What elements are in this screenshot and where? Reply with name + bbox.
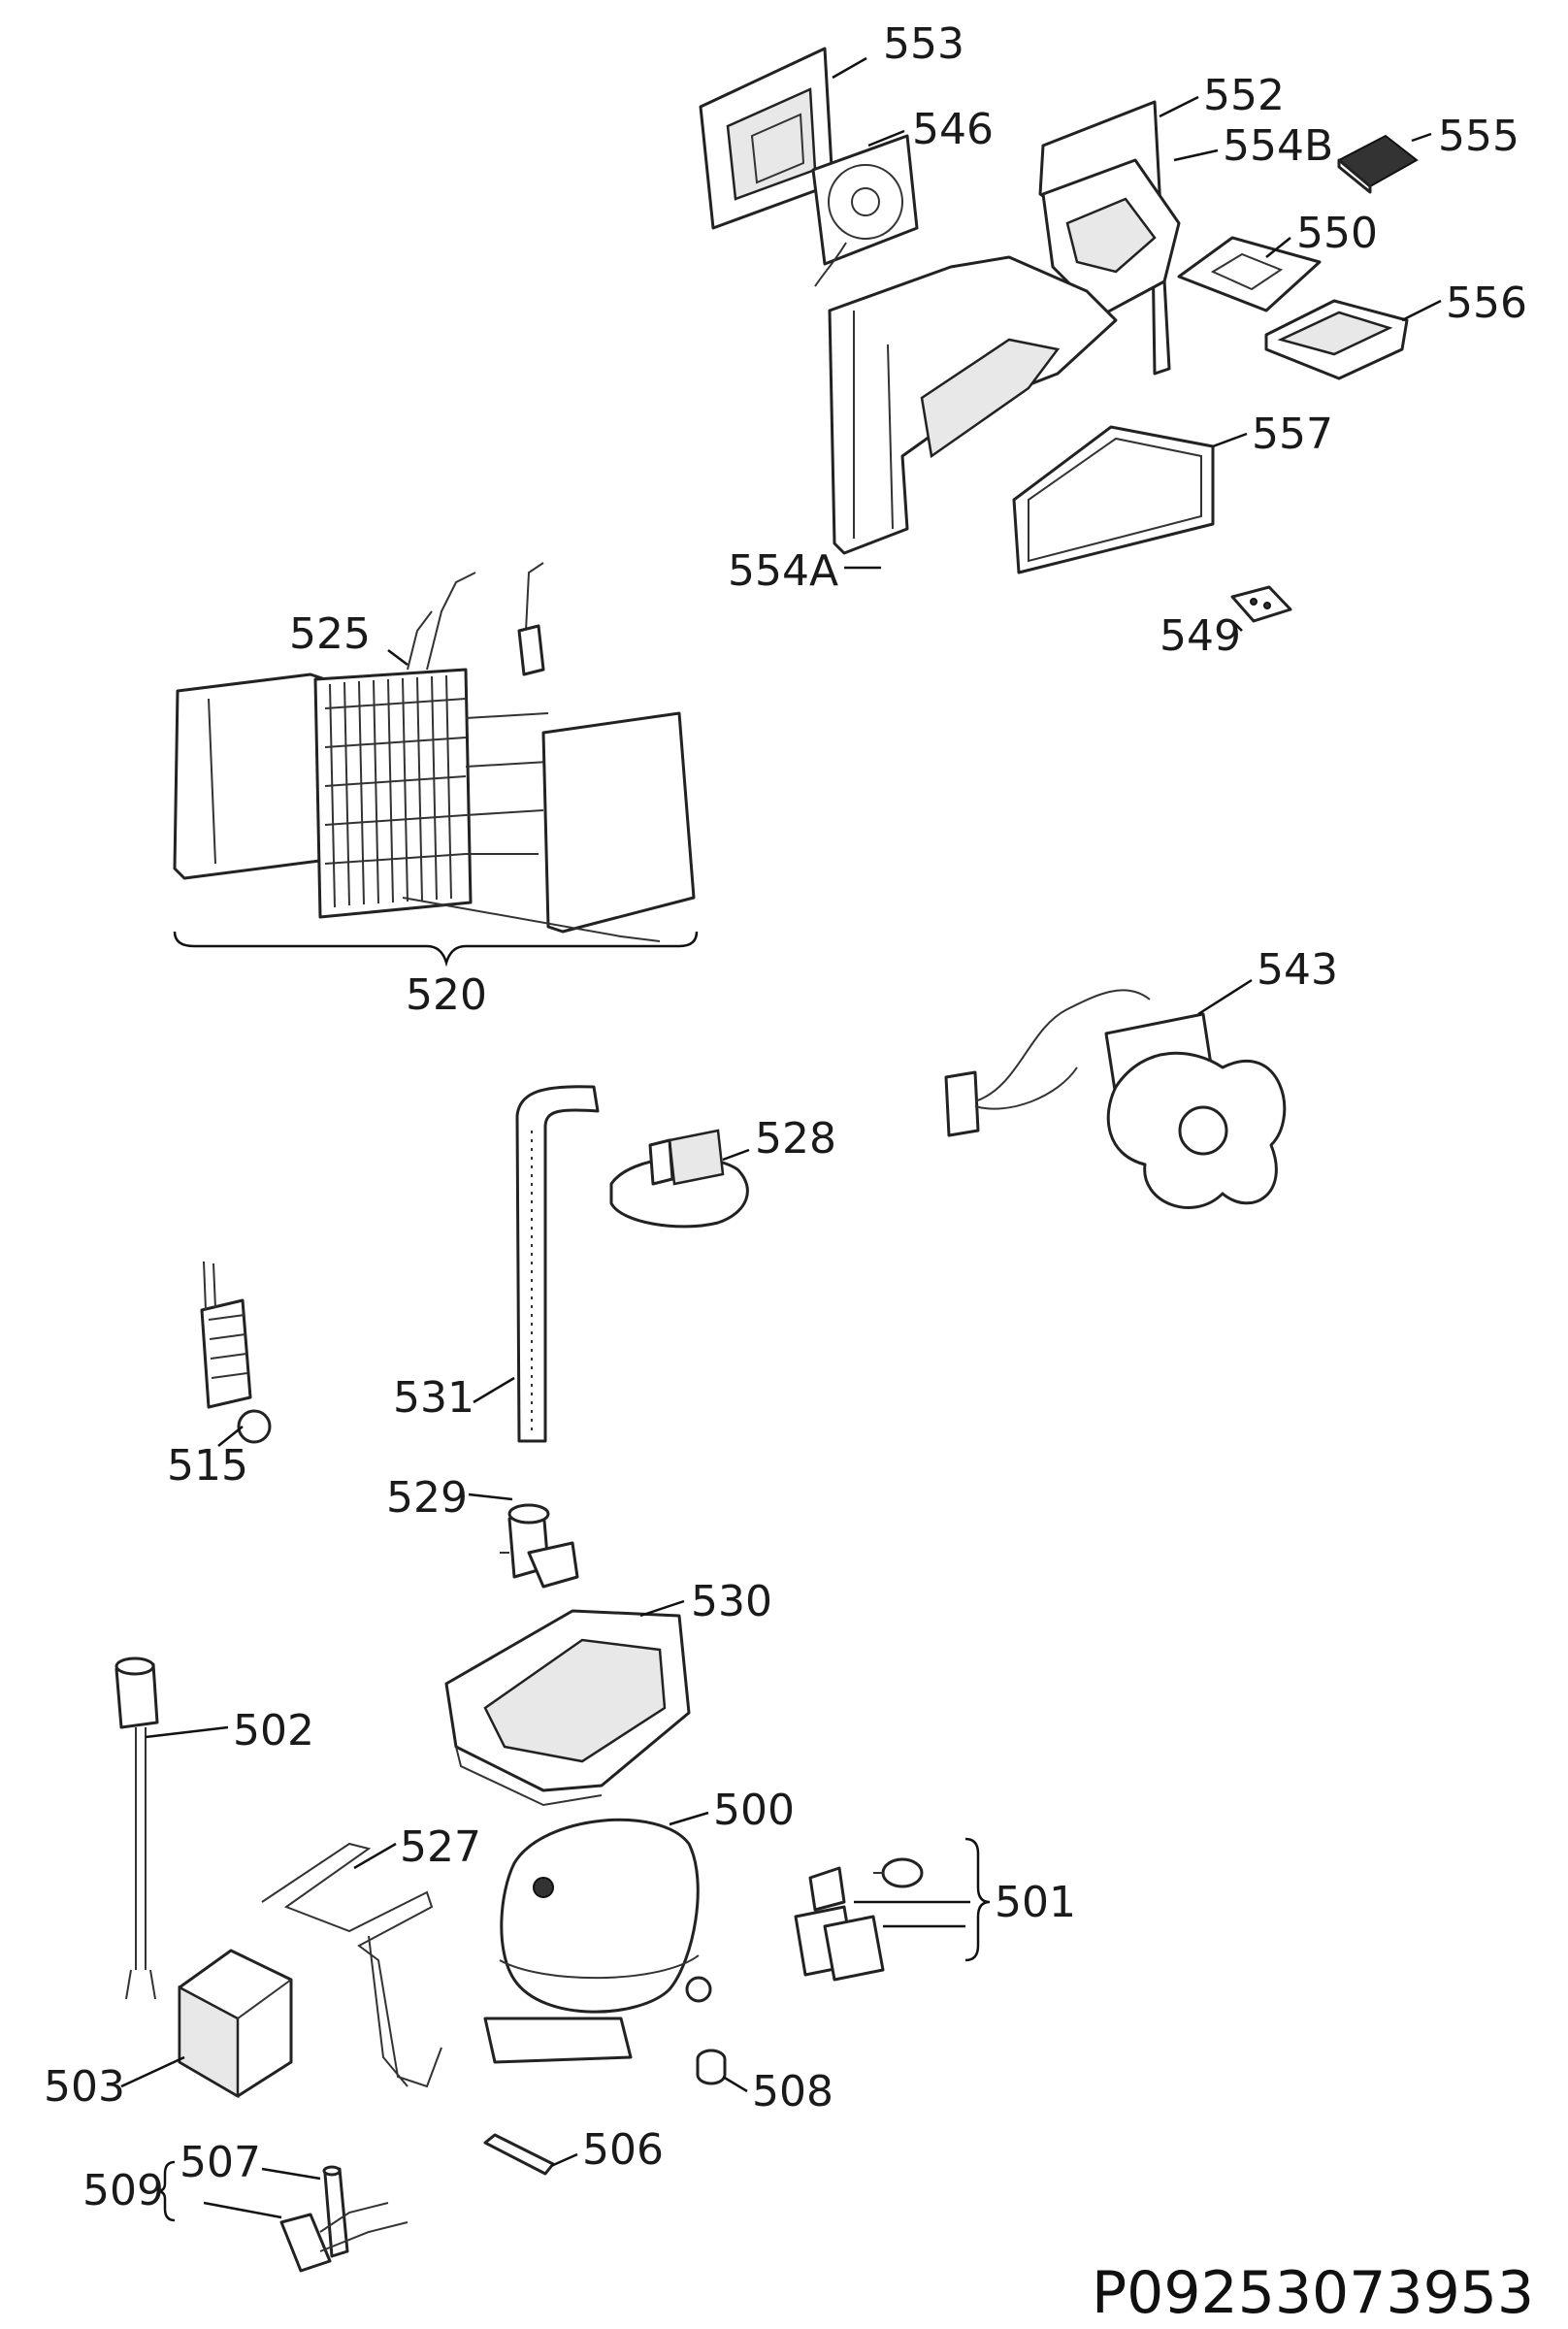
label-515: 515	[167, 1441, 248, 1491]
part-553-cover	[699, 47, 834, 230]
part-556-drawer	[1264, 299, 1409, 380]
evaporator-fins	[324, 674, 467, 908]
label-530: 530	[691, 1577, 772, 1626]
part-506-strip	[483, 2133, 555, 2176]
leader-lines	[120, 56, 1442, 2222]
part-500-compressor	[483, 1818, 712, 2064]
part-528-fitting	[609, 1129, 749, 1229]
label-556: 556	[1446, 279, 1527, 328]
label-553: 553	[883, 19, 964, 69]
part-527-loop	[261, 1842, 442, 2088]
part-529-valve	[500, 1503, 579, 1589]
part-549-bracket	[1230, 585, 1292, 623]
label-507: 507	[180, 2138, 261, 2187]
part-501-relay	[794, 1857, 924, 1982]
label-520: 520	[406, 970, 487, 1020]
label-554A: 554A	[728, 546, 838, 596]
label-506: 506	[582, 2125, 664, 2175]
part-502-sensor	[114, 1657, 159, 2000]
part-543-fan-motor	[944, 989, 1287, 1209]
label-546: 546	[912, 105, 994, 154]
label-525: 525	[289, 609, 371, 659]
label-500: 500	[713, 1786, 795, 1835]
part-555-filter	[1337, 134, 1419, 194]
label-529: 529	[386, 1473, 468, 1523]
label-555: 555	[1438, 112, 1519, 161]
part-503-relay-box	[178, 1949, 293, 2099]
label-528: 528	[755, 1114, 836, 1164]
part-508-grommet	[696, 2049, 727, 2085]
label-554B: 554B	[1223, 121, 1333, 171]
label-502: 502	[233, 1706, 314, 1755]
label-549: 549	[1160, 611, 1241, 661]
label-503: 503	[44, 2062, 125, 2112]
label-552: 552	[1203, 71, 1285, 120]
part-546-fan	[811, 134, 919, 287]
part-552-housing	[1038, 100, 1181, 376]
brace-520	[173, 931, 699, 968]
label-550: 550	[1296, 209, 1378, 258]
label-501: 501	[995, 1878, 1076, 1927]
part-557-frame	[1012, 425, 1215, 574]
part-531-drain-tube	[515, 1085, 600, 1443]
part-554A-chute	[828, 255, 1118, 555]
label-509: 509	[82, 2166, 164, 2215]
part-550-tray	[1177, 236, 1322, 312]
label-557: 557	[1252, 410, 1333, 459]
part-515-heater	[200, 1261, 272, 1444]
label-531: 531	[393, 1373, 474, 1423]
part-520-evaporator	[173, 562, 696, 942]
label-527: 527	[400, 1822, 481, 1872]
part-labels: 553 546 552 554B 555 550 556 557 554A 54…	[44, 19, 1527, 2215]
label-508: 508	[752, 2067, 833, 2116]
label-543: 543	[1257, 945, 1338, 995]
part-530-drip-tray	[444, 1609, 691, 1807]
part-509-valve-assembly	[279, 2165, 408, 2273]
drawing-code: P09253073953	[1092, 2259, 1534, 2327]
